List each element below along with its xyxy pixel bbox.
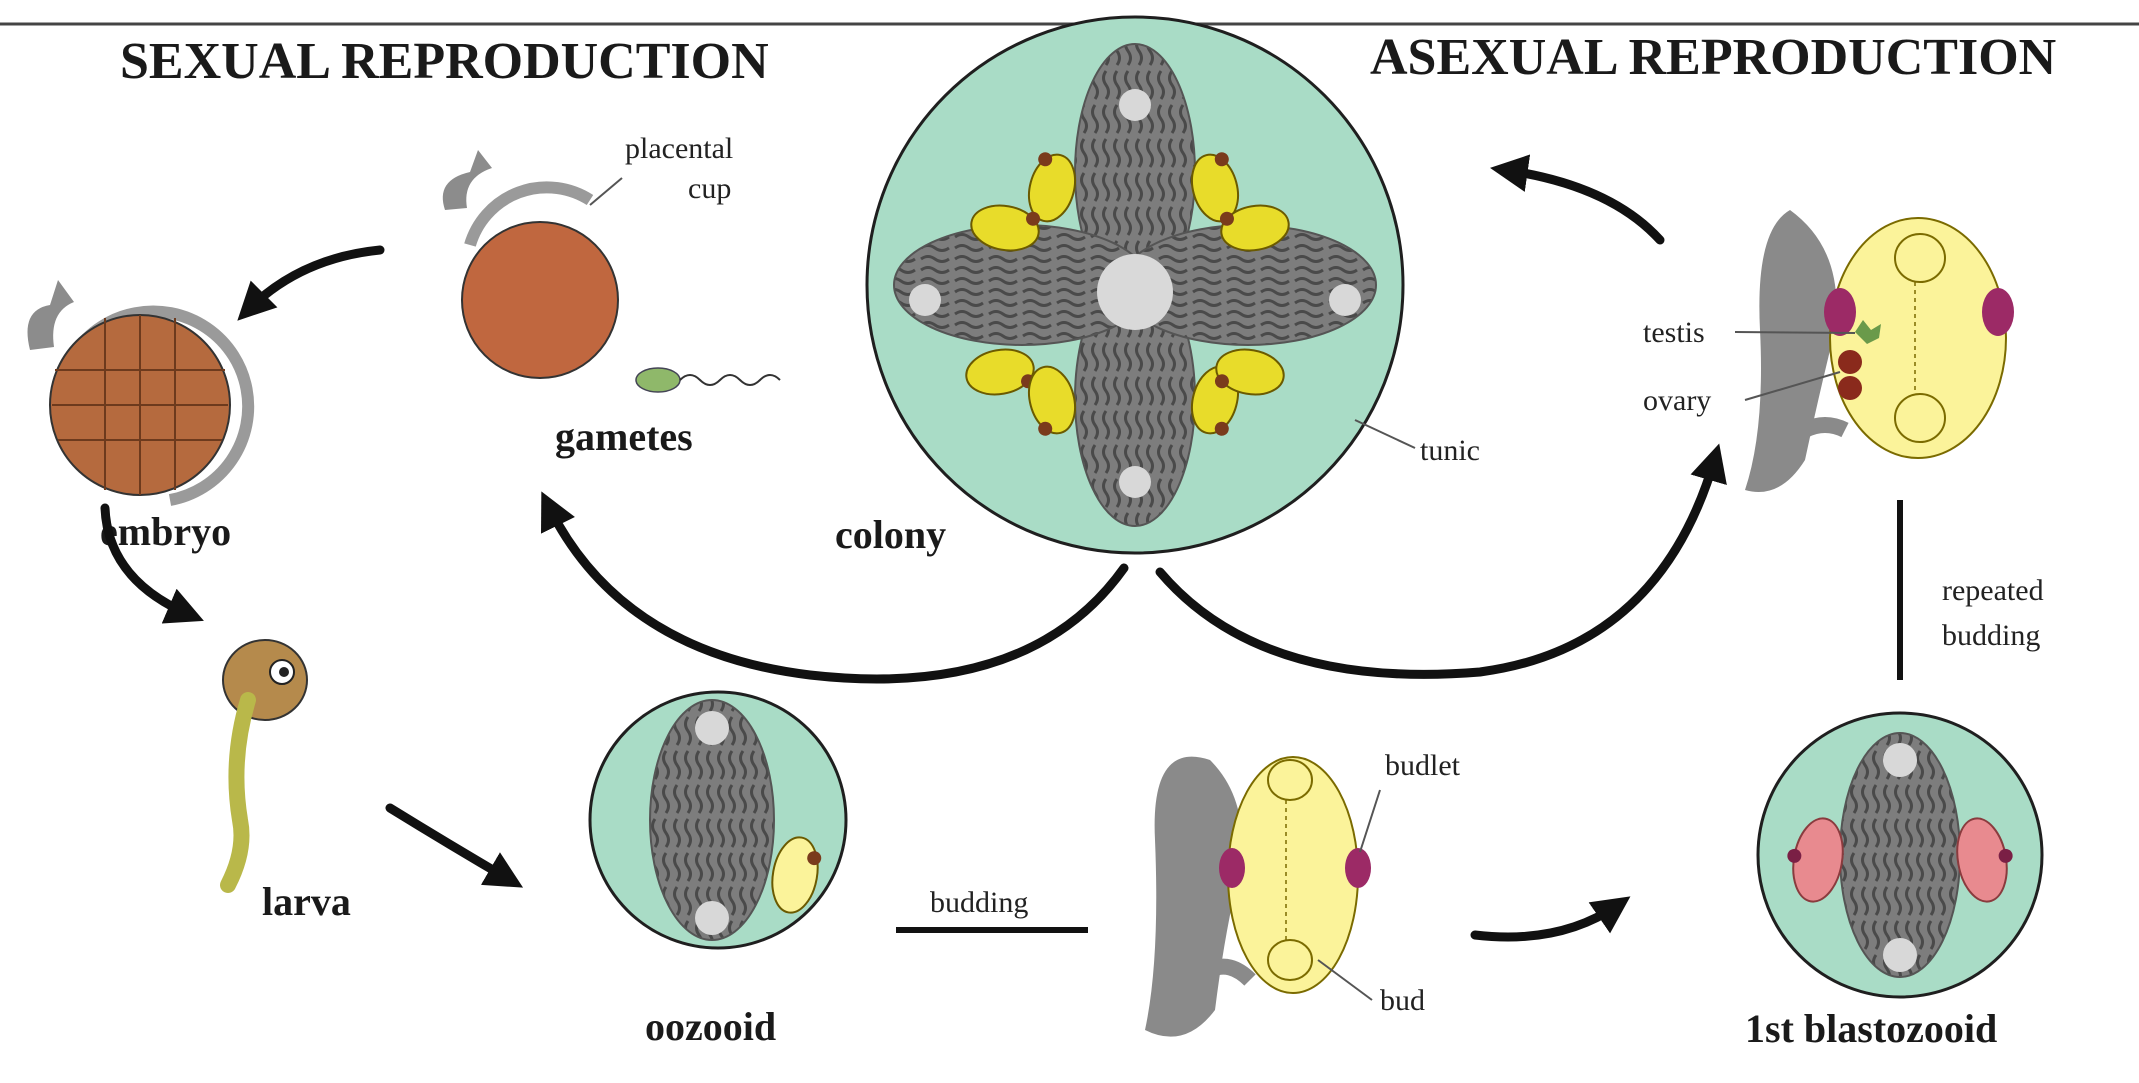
- arrow-gametes-to-embryo: [248, 250, 380, 310]
- label-1st-blastozooid: 1st blastozooid: [1745, 1006, 1997, 1051]
- label-embryo: embryo: [100, 509, 231, 554]
- embryo-illustration: [28, 280, 249, 500]
- placental-callout-line: [590, 178, 622, 205]
- blastozooid-illustration: [1758, 713, 2042, 997]
- arrow-bud-to-blastozooid: [1475, 905, 1618, 937]
- label-cup: cup: [688, 172, 731, 205]
- siphon-right: [1329, 284, 1361, 316]
- blastozooid-siphon-bottom: [1883, 938, 1917, 972]
- larva-trunk: [223, 640, 307, 720]
- sperm-tail: [680, 375, 780, 385]
- embryo-stalk: [28, 280, 75, 350]
- budlet-callout-line: [1360, 790, 1380, 852]
- testis-callout-line: [1735, 332, 1855, 333]
- budlet-right: [1345, 848, 1371, 888]
- label-repeated-budding: budding: [1942, 619, 2040, 652]
- egg-cell: [462, 222, 618, 378]
- oozooid-siphon-bottom: [695, 901, 729, 935]
- mature-parent-tissue: [1745, 210, 1837, 492]
- siphon-left: [909, 284, 941, 316]
- label-bud: bud: [1380, 984, 1425, 1017]
- colony-illustration: [867, 17, 1415, 553]
- mature-gonad-left: [1824, 288, 1856, 336]
- larva-pupil: [279, 667, 289, 677]
- label-oozooid: oozooid: [645, 1004, 776, 1049]
- siphon-top: [1119, 89, 1151, 121]
- bud-callout-line: [1318, 960, 1372, 1000]
- arrow-larva-to-oozooid: [390, 808, 510, 880]
- label-larva: larva: [262, 879, 351, 924]
- label-budlet: budlet: [1385, 749, 1461, 782]
- label-placental: placental: [625, 132, 733, 165]
- larva-tail: [228, 700, 248, 885]
- larva-illustration: [223, 640, 307, 885]
- label-gametes: gametes: [555, 414, 693, 459]
- oozooid-illustration: [590, 692, 846, 948]
- ovary-egg-1: [1838, 350, 1862, 374]
- parent-tissue: [1145, 757, 1242, 1037]
- blastozooid-siphon-top: [1883, 743, 1917, 777]
- arrow-mature-zooid-to-colony: [1505, 170, 1660, 240]
- siphon-bottom: [1119, 466, 1151, 498]
- label-ovary: ovary: [1643, 384, 1711, 417]
- mature-zooid-body: [1830, 218, 2006, 458]
- mature-stalk: [1805, 425, 1845, 430]
- mature-gonad-right: [1982, 288, 2014, 336]
- bud-illustration: [1145, 757, 1380, 1037]
- oozooid-siphon-top: [695, 711, 729, 745]
- tunic-callout-line: [1355, 420, 1415, 448]
- label-budding: budding: [930, 886, 1028, 919]
- heading-sexual-reproduction: SEXUAL REPRODUCTION: [120, 33, 769, 90]
- bud-body: [1228, 757, 1358, 993]
- sperm-head: [636, 368, 680, 392]
- mature-zooid-illustration: [1735, 210, 2014, 492]
- budlet-left: [1219, 848, 1245, 888]
- label-colony: colony: [835, 512, 946, 557]
- label-tunic: tunic: [1420, 434, 1480, 467]
- ovary-egg-2: [1838, 376, 1862, 400]
- label-repeated: repeated: [1942, 574, 2044, 607]
- heading-asexual-reproduction: ASEXUAL REPRODUCTION: [1370, 29, 2056, 86]
- common-cloaca: [1097, 254, 1173, 330]
- placental-stalk: [443, 150, 492, 210]
- label-testis: testis: [1643, 316, 1705, 349]
